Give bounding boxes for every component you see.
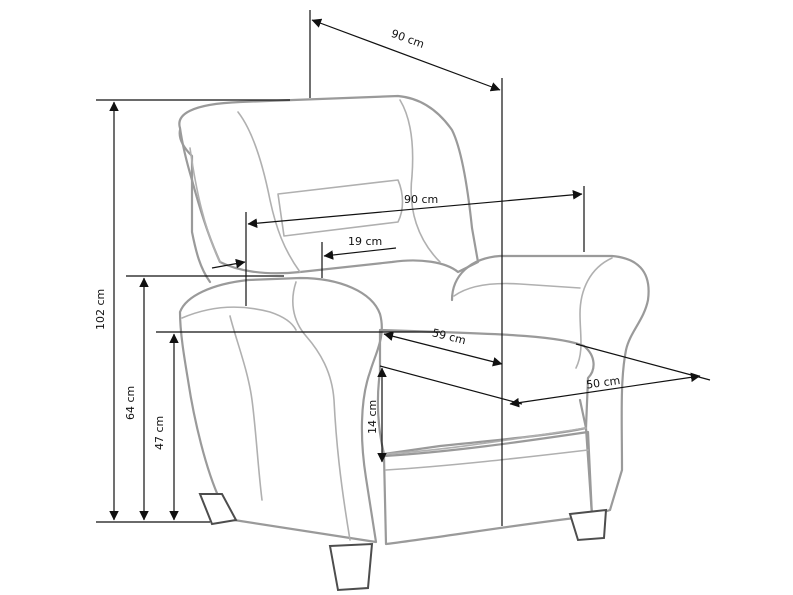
label-armrest-height: 64 cm	[124, 386, 137, 420]
right-armrest-inner	[453, 282, 581, 297]
dimension-armrest-width: 19 cm	[211, 235, 397, 278]
leg-front-center	[328, 542, 374, 592]
label-width-armrest: 90 cm	[404, 193, 438, 206]
right-armrest	[450, 254, 650, 518]
chair-backrest	[178, 94, 480, 275]
seat-front-seam	[383, 427, 587, 455]
dimension-armrest-height: 64 cm	[124, 275, 284, 521]
right-armrest-roll	[575, 257, 613, 369]
label-seat-cushion-height: 14 cm	[366, 400, 379, 434]
headrest-pillow	[277, 179, 404, 237]
footrest-fold	[385, 449, 589, 471]
left-side-seam	[229, 315, 263, 501]
dimension-seat-height: 47 cm	[153, 331, 440, 521]
label-width-top: 90 cm	[389, 27, 426, 51]
leg-back-right	[568, 508, 608, 542]
dimension-total-height: 102 cm	[94, 99, 290, 523]
dimension-seat-cushion-height: 14 cm	[366, 367, 387, 463]
label-total-height: 102 cm	[94, 289, 107, 330]
leg-front-left	[198, 493, 238, 526]
left-armrest-front-seam	[181, 306, 297, 331]
armchair-outline	[178, 94, 650, 546]
backrest-right-seam	[399, 99, 441, 263]
left-armrest-roll	[292, 281, 351, 541]
dimension-width-armrest: 90 cm	[245, 186, 585, 306]
left-armrest	[178, 276, 383, 544]
label-armrest-width: 19 cm	[348, 235, 382, 248]
label-seat-height: 47 cm	[153, 416, 166, 450]
label-seat-depth: 59 cm	[431, 326, 467, 347]
dimension-armrest-depth: 50 cm	[379, 343, 711, 408]
backrest-side-seam	[189, 147, 221, 263]
label-armrest-depth: 50 cm	[585, 374, 621, 392]
backrest-side	[178, 128, 212, 284]
